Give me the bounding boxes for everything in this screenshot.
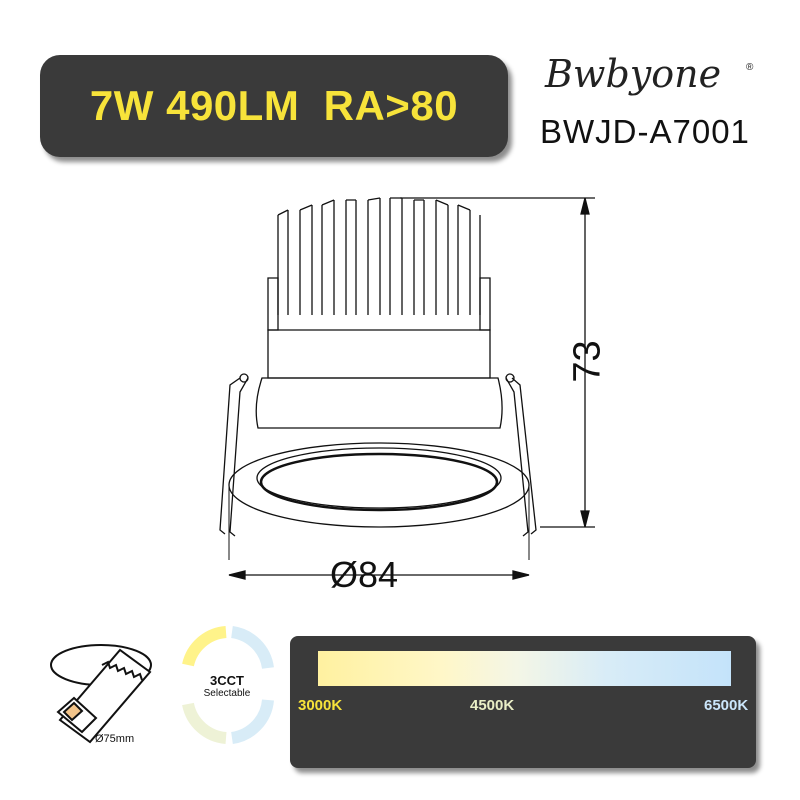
cct-label: 3CCT (210, 673, 244, 688)
spec-banner: 7W 490LM RA>80 (40, 55, 508, 157)
cutout-size-label: Ø75mm (95, 733, 135, 745)
cct-sublabel: Selectable (203, 688, 251, 699)
height-dimension-label: 73 (566, 340, 609, 383)
temp-3000k-label: 3000K (298, 697, 343, 714)
cct-ring-icon (182, 626, 274, 744)
heatsink-fins (277, 197, 481, 315)
brand-logo: Bwbyone (545, 52, 722, 96)
diameter-dimension-label: Ø84 (330, 554, 399, 595)
saw-cutout-icon (50, 644, 152, 744)
registered-mark: ® (746, 62, 754, 73)
temp-6500k-label: 6500K (704, 697, 749, 714)
temp-4500k-label: 4500K (470, 697, 515, 714)
model-number: BWJD-A7001 (540, 113, 750, 150)
color-temperature-gradient (318, 651, 731, 686)
spec-text: 7W 490LM RA>80 (89, 82, 459, 129)
